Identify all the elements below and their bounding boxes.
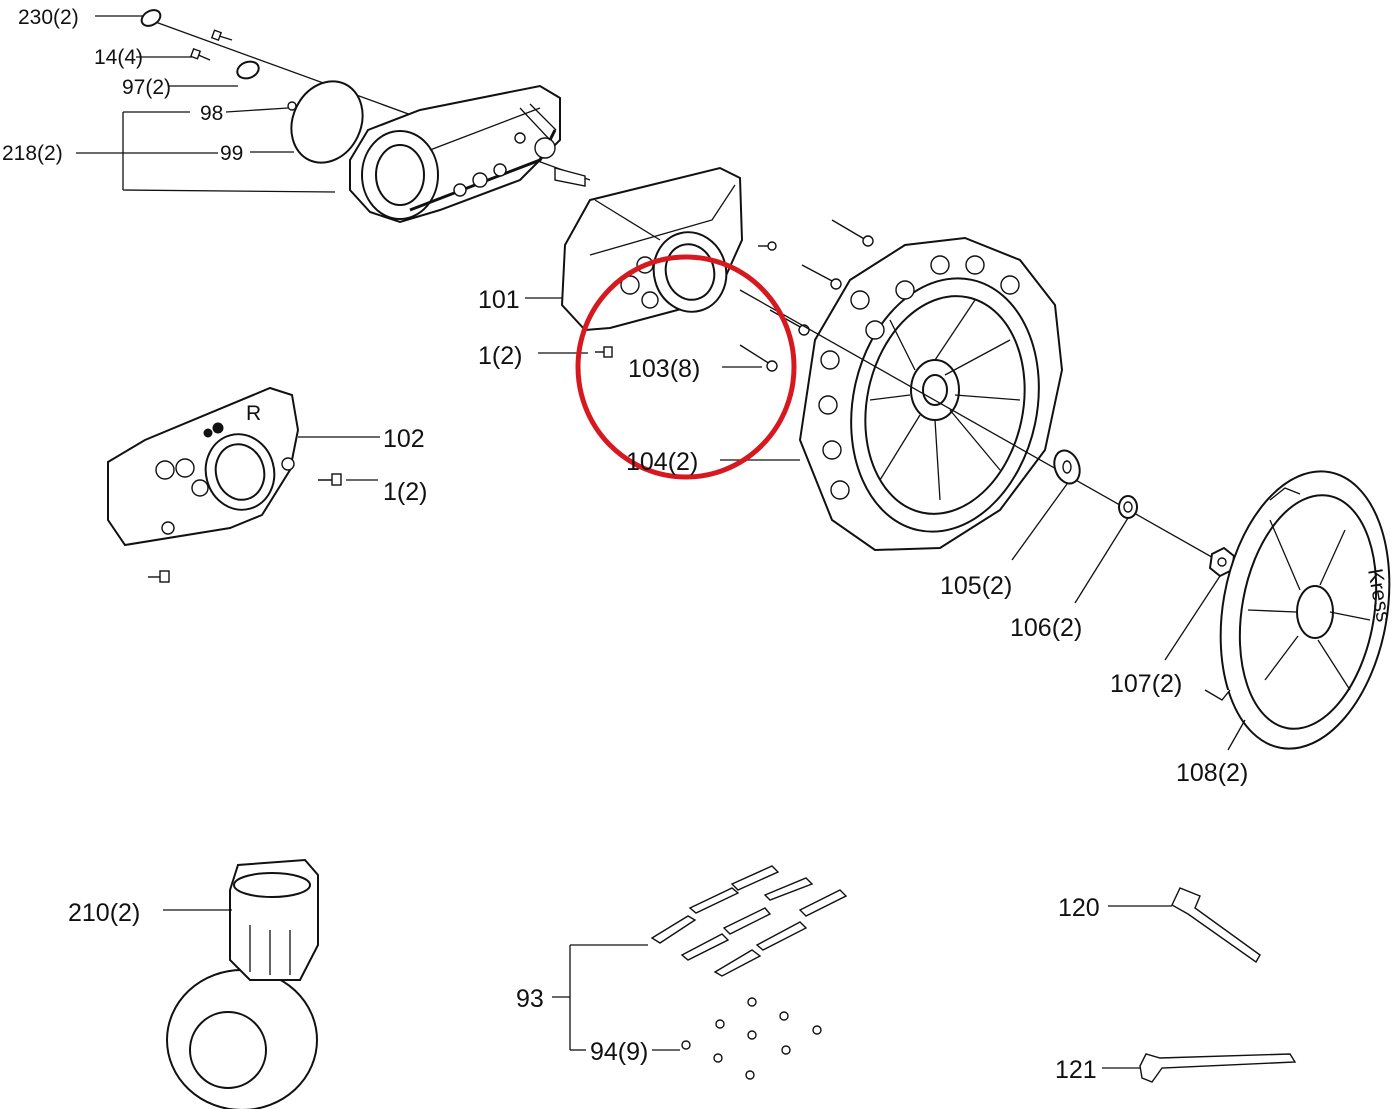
label-98: 98 — [200, 102, 223, 125]
part-1-screw-upper — [595, 346, 613, 358]
label-103: 103(8) — [628, 355, 700, 383]
callout-leaders-top-left — [76, 15, 336, 193]
part-218-gearbox — [349, 84, 586, 224]
leader-106 — [1074, 517, 1129, 604]
label-121: 121 — [1055, 1056, 1097, 1084]
part-104-wheel — [798, 236, 1064, 552]
label-106: 106(2) — [1010, 614, 1082, 642]
label-93: 93 — [516, 985, 544, 1013]
part-108-hubcap: Kress — [1204, 470, 1395, 750]
callout-leaders-93-94 — [552, 944, 680, 1051]
label-105: 105(2) — [940, 572, 1012, 600]
part-1-screw-lower — [148, 473, 342, 583]
part-99-oring — [290, 80, 364, 164]
part-102-cover: R — [107, 386, 300, 547]
label-97: 97(2) — [122, 76, 171, 99]
label-94: 94(9) — [590, 1038, 648, 1066]
label-99: 99 — [220, 142, 243, 165]
part-97-plate — [236, 60, 260, 80]
leader-107 — [1164, 575, 1221, 661]
label-1-upper: 1(2) — [478, 342, 522, 370]
highlight-circle — [575, 254, 797, 480]
label-1-lower: 1(2) — [383, 478, 427, 506]
gear-letter-decal: R — [246, 402, 261, 425]
part-230-disc — [140, 9, 162, 27]
label-14: 14(4) — [94, 46, 143, 69]
part-93-blades — [650, 865, 848, 977]
label-210: 210(2) — [68, 899, 140, 927]
part-103-bolts — [739, 219, 874, 372]
leader-108 — [1227, 719, 1246, 751]
label-218: 218(2) — [2, 142, 63, 165]
callout-labels: 230(2) 14(4) 97(2) 98 218(2) 99 101 1(2)… — [2, 6, 1248, 1084]
label-107: 107(2) — [1110, 670, 1182, 698]
part-94-screws — [681, 997, 822, 1080]
axle-line — [739, 289, 1271, 591]
label-104: 104(2) — [626, 448, 698, 476]
label-101: 101 — [478, 286, 520, 314]
label-102: 102 — [383, 425, 425, 453]
part-14-screws — [189, 29, 233, 61]
label-108: 108(2) — [1176, 759, 1248, 787]
leader-105 — [1011, 483, 1068, 561]
label-230: 230(2) — [18, 6, 79, 29]
part-101-housing — [560, 166, 744, 332]
part-105-washer — [1053, 449, 1081, 485]
part-121-torx-key — [1139, 1053, 1297, 1083]
gearbox-assembly — [140, 9, 591, 224]
part-120-hex-key — [1171, 887, 1261, 964]
label-120: 120 — [1058, 894, 1100, 922]
part-210-caster — [166, 858, 319, 1109]
part-106-ring — [1118, 495, 1138, 519]
